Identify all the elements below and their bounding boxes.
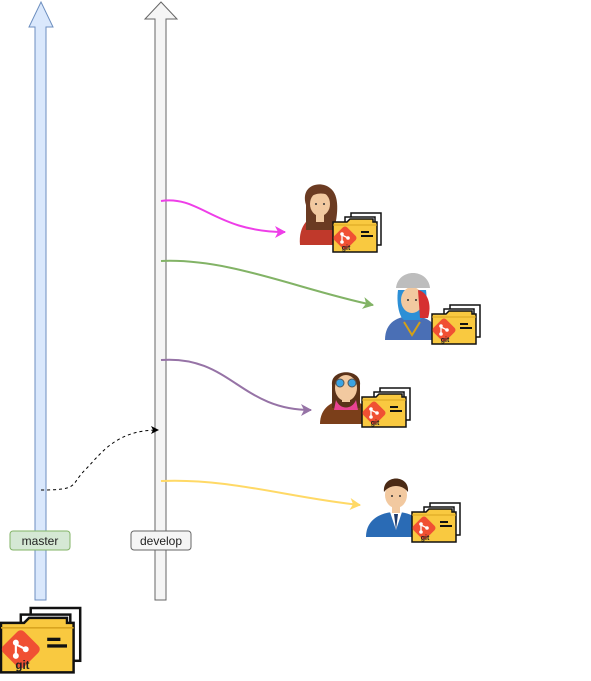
feature-arrow-4 [160, 479, 361, 510]
developer-repo-icon-4 [410, 502, 461, 543]
develop-branch-arrow [143, 1, 179, 601]
merge-arrow [40, 426, 159, 491]
feature-arrow-3 [160, 358, 312, 416]
master-label: master [9, 530, 71, 551]
feature-arrow-1 [160, 199, 286, 238]
developer-avatar-woman [299, 184, 341, 245]
developer-repo-icon-2 [430, 304, 481, 345]
main-repo-icon [0, 606, 82, 674]
feature-arrow-2 [160, 259, 374, 309]
svg-text:develop: develop [140, 534, 182, 548]
svg-text:master: master [22, 534, 59, 548]
master-branch-arrow [28, 0, 54, 601]
developer-repo-icon-3 [360, 387, 411, 428]
developer-avatar-goggles [320, 372, 372, 424]
develop-label: develop [130, 530, 192, 551]
developer-repo-icon-1 [331, 212, 382, 253]
developer-avatar-suit [366, 478, 424, 537]
developer-avatar-cap [385, 273, 438, 340]
